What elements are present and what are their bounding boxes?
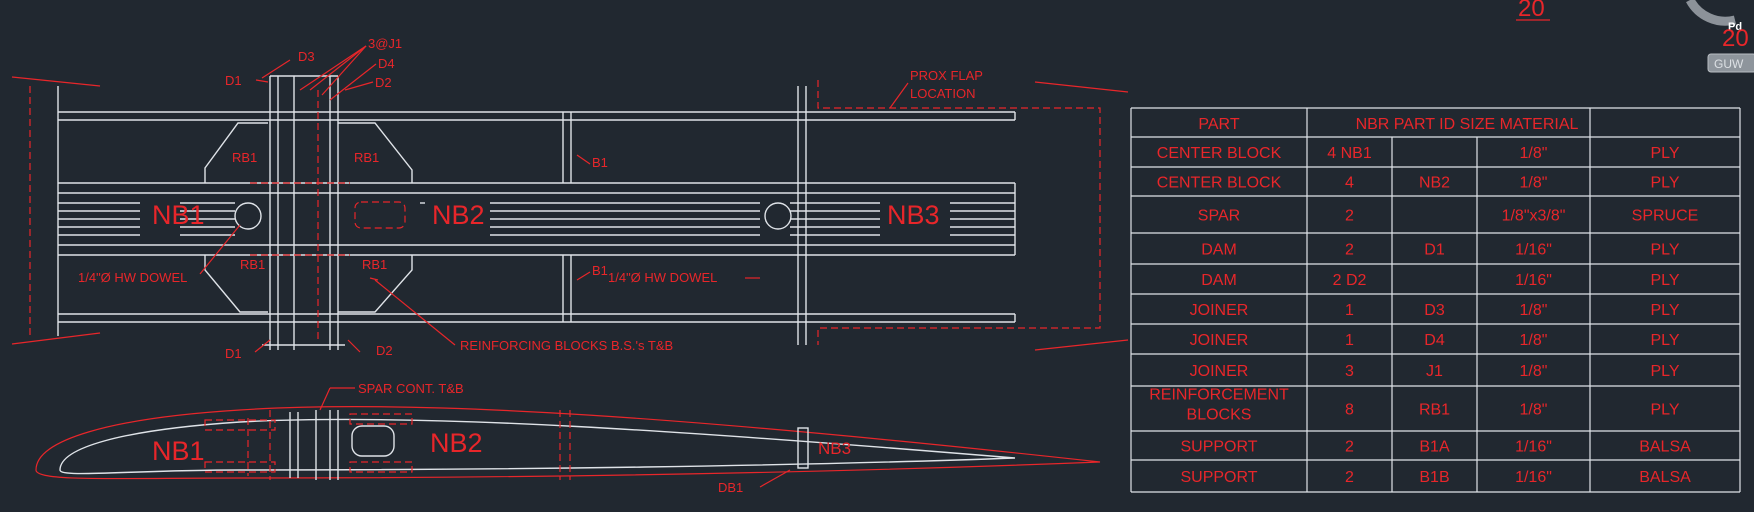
label-prox-flap: PROX FLAP — [910, 68, 983, 83]
cell-material: BALSA — [1639, 439, 1691, 456]
cell-size: 1/16" — [1515, 469, 1552, 486]
cell-nbr: 1 — [1345, 332, 1354, 349]
cell-material: PLY — [1650, 242, 1679, 259]
cell-material: PLY — [1650, 175, 1679, 192]
label-db1: DB1 — [718, 480, 743, 495]
cell-size: 1/8" — [1520, 175, 1548, 192]
cell-material: PLY — [1650, 332, 1679, 349]
label-rb1-bottom-right: RB1 — [362, 257, 387, 272]
cell-id: NB2 — [1419, 175, 1450, 192]
cell-material: PLY — [1650, 363, 1679, 380]
cell-part: SUPPORT — [1180, 469, 1257, 486]
label-nb3-plan: NB3 — [887, 200, 940, 230]
cell-part: CENTER BLOCK — [1157, 175, 1282, 192]
cell-part: BLOCKS — [1187, 407, 1252, 424]
cell-material: PLY — [1650, 145, 1679, 162]
scale-label-top: 20 — [1518, 0, 1545, 22]
label-d1-bottom: D1 — [225, 346, 242, 361]
airfoil-profile-view — [35, 387, 1101, 488]
label-nb1-plan: NB1 — [152, 200, 205, 230]
cell-nbr: 2 — [1345, 439, 1354, 456]
cell-id: B1B — [1419, 469, 1449, 486]
cell-nbr: 2 — [1345, 242, 1354, 259]
label-d2-top: D2 — [375, 75, 392, 90]
label-rb1-bottom-left: RB1 — [240, 257, 265, 272]
label-nb1-profile: NB1 — [152, 436, 205, 466]
cell-part: JOINER — [1190, 332, 1249, 349]
parts-table[interactable]: PART NBR PART ID SIZE MATERIAL CENTER BLOC… — [1130, 107, 1741, 493]
cell-material: SPRUCE — [1632, 208, 1699, 225]
label-3-j1: 3@J1 — [368, 36, 402, 51]
cell-size: 1/8" — [1520, 145, 1548, 162]
cell-size: 1/16" — [1515, 439, 1552, 456]
cell-nbr: 2 — [1345, 469, 1354, 486]
cell-nbr: 4 — [1345, 175, 1354, 192]
label-dowel-left: 1/4"Ø HW DOWEL — [78, 270, 187, 285]
cell-part: CENTER BLOCK — [1157, 145, 1282, 162]
label-nb3-profile: NB3 — [818, 439, 851, 458]
cell-material: PLY — [1650, 402, 1679, 419]
plan-view-labels: D3 3@J1 D1 D4 D2 PROX FLAP LOCATION RB1 … — [78, 36, 983, 361]
viewcube-overlay[interactable]: 20 Pd 20 GUW — [1516, 0, 1754, 73]
cell-size: 1/16" — [1515, 272, 1552, 289]
wing-plan-view — [11, 45, 1129, 353]
cell-part: SPAR — [1198, 208, 1240, 225]
cell-nbr: 2 — [1345, 208, 1354, 225]
label-b1-top: B1 — [592, 155, 608, 170]
label-d3: D3 — [298, 49, 315, 64]
cell-material: PLY — [1650, 302, 1679, 319]
cell-part: DAM — [1201, 242, 1237, 259]
cell-size: 1/16" — [1515, 242, 1552, 259]
label-d4: D4 — [378, 56, 395, 71]
viewcube-ring[interactable] — [1686, 0, 1737, 26]
label-spar-cont: SPAR CONT. T&B — [358, 381, 464, 396]
cell-part: SUPPORT — [1180, 439, 1257, 456]
scale-label-right: 20 — [1722, 25, 1749, 52]
cell-part: DAM — [1201, 272, 1237, 289]
cell-size: 1/8" — [1520, 363, 1548, 380]
label-rb1-top-right: RB1 — [354, 150, 379, 165]
label-nb2-profile: NB2 — [430, 428, 483, 458]
cell-id: D1 — [1424, 242, 1445, 259]
cell-part: JOINER — [1190, 363, 1249, 380]
cell-nbr: 8 — [1345, 402, 1354, 419]
cell-size: 1/8" — [1520, 332, 1548, 349]
label-rb1-top-left: RB1 — [232, 150, 257, 165]
label-d1-top: D1 — [225, 73, 242, 88]
cell-id: D4 — [1424, 332, 1445, 349]
cell-nbr: 2 D2 — [1333, 272, 1367, 289]
table-header-details: NBR PART ID SIZE MATERIAL — [1356, 116, 1579, 133]
cell-part: REINFORCEMENT — [1149, 387, 1289, 404]
table-header-part: PART — [1198, 116, 1239, 133]
cell-id: D3 — [1424, 302, 1445, 319]
cell-nbr: 1 — [1345, 302, 1354, 319]
cell-id: J1 — [1426, 363, 1443, 380]
pd-label: Pd — [1728, 21, 1742, 33]
label-dowel-right: 1/4"Ø HW DOWEL — [608, 270, 717, 285]
cell-material: BALSA — [1639, 469, 1691, 486]
cell-id: B1A — [1419, 439, 1450, 456]
label-b1-bottom: B1 — [592, 263, 608, 278]
cell-size: 1/8" — [1520, 402, 1548, 419]
label-reinforcing-blocks: REINFORCING BLOCKS B.S.'s T&B — [460, 338, 673, 353]
label-d2-bottom: D2 — [376, 343, 393, 358]
cell-part: JOINER — [1190, 302, 1249, 319]
cell-id: RB1 — [1419, 402, 1450, 419]
cell-nbr: 4 NB1 — [1327, 145, 1372, 162]
nb-center-lines — [58, 202, 1015, 236]
cell-size: 1/8" — [1520, 302, 1548, 319]
wcs-button-label: GUW — [1714, 57, 1744, 71]
cell-size: 1/8"x3/8" — [1502, 208, 1566, 225]
label-prox-flap-location: LOCATION — [910, 86, 976, 101]
cell-material: PLY — [1650, 272, 1679, 289]
cell-nbr: 3 — [1345, 363, 1354, 380]
label-nb2-plan: NB2 — [432, 200, 485, 230]
wcs-button[interactable] — [1707, 53, 1754, 73]
